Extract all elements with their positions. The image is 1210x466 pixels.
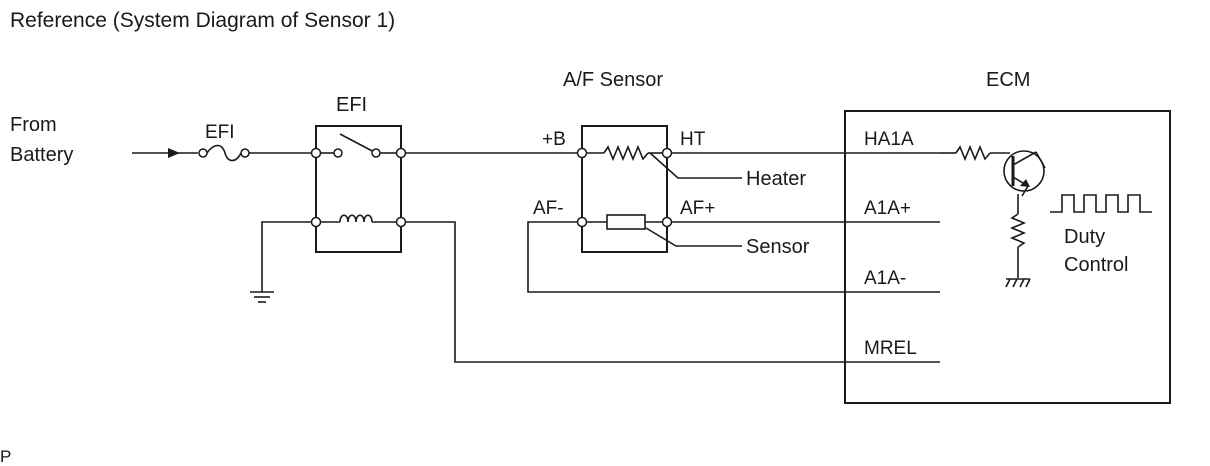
wire-af-minus-to-a1a-minus	[527, 221, 940, 293]
relay-coil	[310, 214, 407, 228]
duty-label-line2: Control	[1064, 254, 1128, 276]
ecm-title: ECM	[986, 69, 1030, 91]
relay-switch	[310, 133, 407, 159]
pin-af-plus: AF+	[680, 198, 715, 219]
heater-element	[576, 144, 673, 162]
duty-waveform-icon	[1050, 194, 1152, 213]
pin-plus-b: +B	[542, 129, 566, 150]
pin-ht: HT	[680, 129, 706, 150]
source-label-line2: Battery	[10, 144, 73, 166]
pin-af-minus: AF-	[533, 198, 564, 219]
ecm-ground-icon	[1005, 278, 1031, 288]
source-label-line1: From	[10, 114, 57, 136]
sensor-callout: Sensor	[746, 236, 810, 258]
relay-box	[315, 125, 402, 253]
af-sensor-box	[581, 125, 668, 253]
ground-symbol	[250, 221, 312, 303]
ecm-pull-resistor	[1009, 194, 1027, 278]
af-sensor-title: A/F Sensor	[563, 69, 663, 91]
pin-mrel: MREL	[864, 338, 917, 359]
sensor-callout-line	[645, 227, 742, 247]
pin-a1a-minus: A1A-	[864, 268, 906, 289]
sensor-element	[576, 214, 673, 230]
ecm-box	[844, 110, 1171, 404]
diagram-title: Reference (System Diagram of Sensor 1)	[10, 9, 395, 32]
footer-mark: P	[0, 447, 11, 466]
battery-arrow	[132, 148, 198, 158]
relay-label: EFI	[336, 94, 367, 116]
duty-label-line1: Duty	[1064, 226, 1105, 248]
heater-callout-line	[649, 152, 742, 179]
fuse-label: EFI	[205, 122, 235, 143]
fuse-symbol	[198, 144, 312, 162]
heater-callout: Heater	[746, 168, 806, 190]
wire-coil-to-mrel	[405, 221, 940, 363]
pin-ha1a: HA1A	[864, 129, 914, 150]
transistor-icon	[1003, 150, 1046, 197]
pin-a1a-plus: A1A+	[864, 198, 911, 219]
ecm-driver-resistor	[940, 144, 1010, 162]
